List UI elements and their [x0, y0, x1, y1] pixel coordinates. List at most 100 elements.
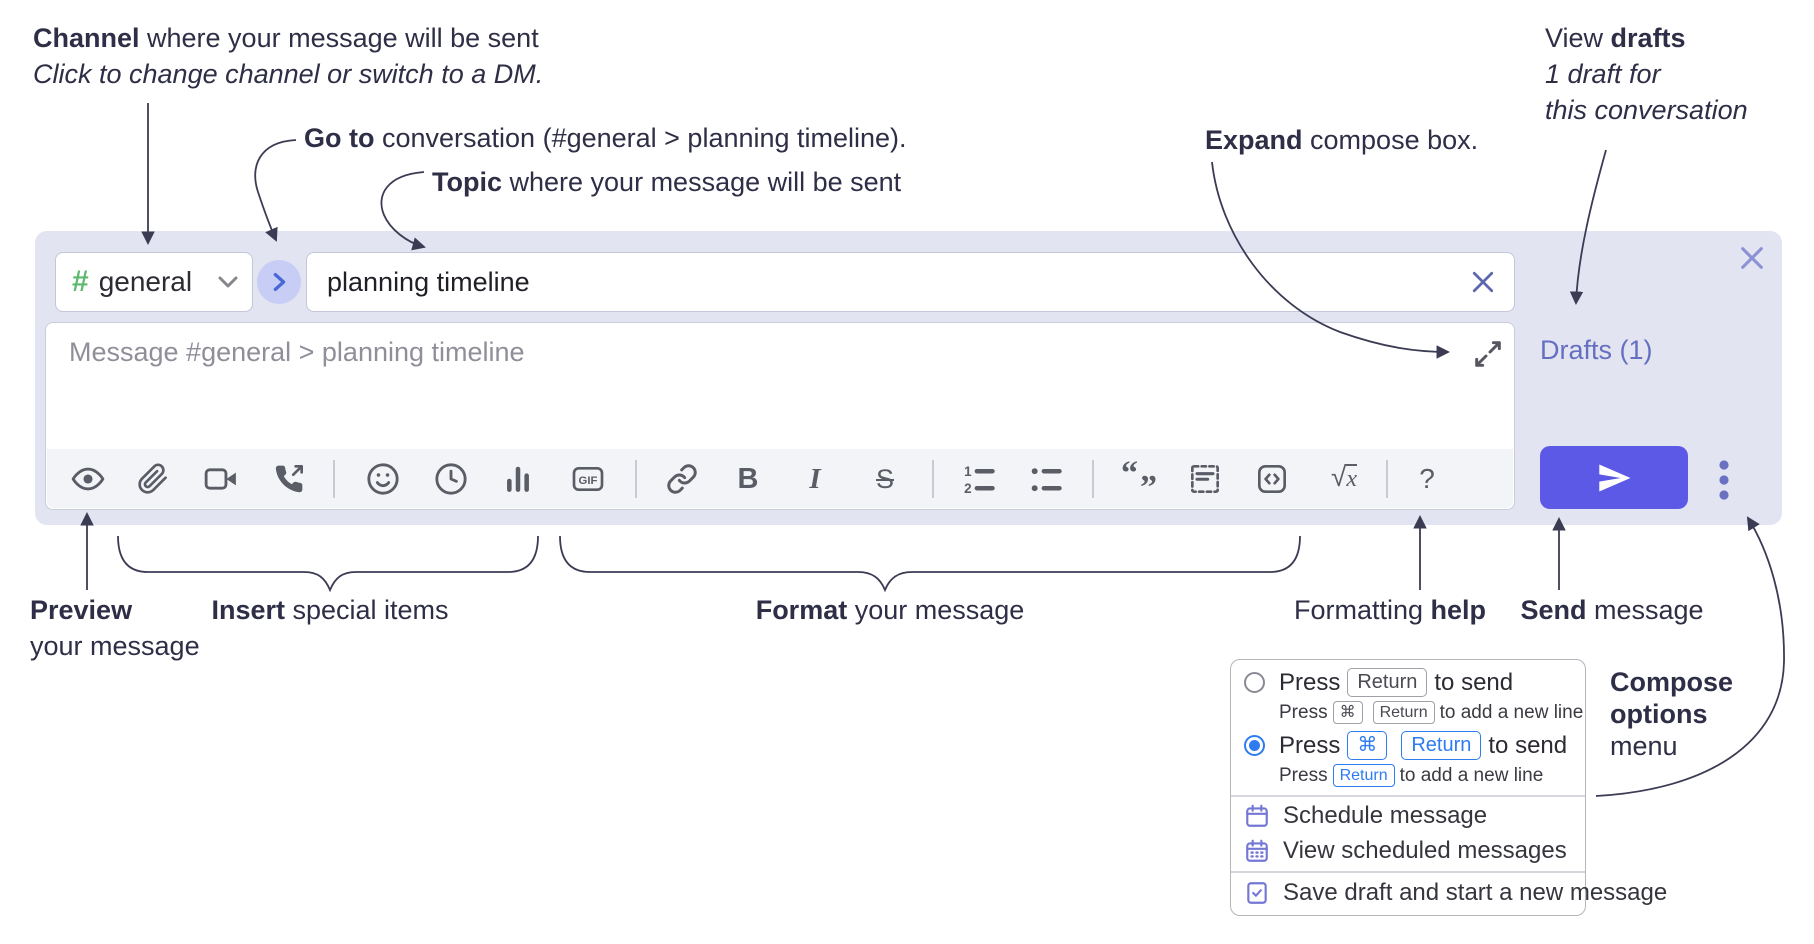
poll-chart-icon[interactable] [500, 461, 536, 497]
code-icon[interactable] [1254, 461, 1290, 497]
bulleted-list-icon[interactable] [1028, 461, 1064, 497]
send-button[interactable] [1540, 446, 1688, 509]
return-key-active: Return [1401, 731, 1482, 760]
return-key: Return [1372, 701, 1435, 724]
calendar-grid-icon [1246, 839, 1268, 862]
option-return-to-send[interactable]: Press Return to send [1244, 668, 1513, 697]
menu-item-save-draft[interactable]: Save draft and start a new message [1244, 879, 1667, 907]
drafts-link[interactable]: Drafts (1) [1540, 335, 1653, 365]
menu-item-schedule-message[interactable]: Schedule message [1244, 802, 1487, 830]
return-key-active: Return [1332, 764, 1395, 787]
preview-annotation: Preview your message [30, 592, 200, 664]
drafts-annotation-italic2: this conversation [1545, 95, 1748, 125]
format-brace [559, 535, 1301, 593]
send-annotation-bold: Send [1520, 595, 1587, 625]
clear-topic-icon[interactable] [1468, 267, 1498, 297]
send-plane-icon [1599, 464, 1631, 491]
channel-name: general [98, 266, 193, 297]
link-icon[interactable] [664, 461, 700, 497]
topic-input[interactable] [327, 266, 1468, 298]
preview-eye-icon[interactable] [70, 461, 106, 497]
preview-annotation-bold: Preview [30, 595, 133, 625]
send-annotation: Send message [1520, 592, 1703, 628]
message-input[interactable]: Message #general > planning timeline [69, 337, 525, 367]
menu-item-view-scheduled[interactable]: View scheduled messages [1244, 837, 1567, 865]
preview-annotation-rest: your message [30, 631, 200, 661]
popup-divider [1231, 871, 1585, 873]
channel-annotation-bold: Channel [33, 23, 140, 53]
drafts-annotation: View drafts 1 draft for this conversatio… [1545, 20, 1748, 128]
format-annotation-bold: Format [755, 595, 848, 625]
goto-annotation-bold: Go to [304, 123, 375, 153]
insert-brace [117, 535, 539, 593]
formatting-help-annotation-pre: Formatting [1293, 595, 1431, 625]
quote-close-glyph: ” [1140, 469, 1157, 506]
formatting-help-annotation: Formatting help [1294, 592, 1486, 628]
goto-connector [254, 139, 297, 242]
send-annotation-rest: message [1586, 595, 1704, 625]
radio-checked-icon[interactable] [1244, 735, 1265, 756]
channel-annotation-rest: where your message will be sent [139, 23, 539, 53]
radio-unchecked-icon[interactable] [1244, 672, 1265, 693]
go-to-conversation-button[interactable] [257, 260, 301, 304]
formatting-help-icon[interactable]: ? [1419, 463, 1435, 494]
numbered-list-icon[interactable]: 1 2 [961, 461, 997, 497]
channel-selector[interactable]: # general [55, 252, 253, 312]
video-call-icon[interactable] [203, 461, 239, 497]
toolbar-divider [1092, 460, 1094, 498]
global-time-clock-icon[interactable] [433, 461, 469, 497]
insert-annotation: Insert special items [211, 592, 448, 628]
option-cmd-return-subtext: Press Return to add a new line [1279, 764, 1543, 787]
topic-annotation-rest: where your message will be sent [502, 167, 902, 197]
quote-icon[interactable]: “ ” [1121, 457, 1157, 505]
option2-press: Press [1279, 731, 1341, 759]
compose-options-annotation: Compose options menu [1610, 666, 1733, 762]
option1-sub-press: Press [1279, 701, 1328, 723]
ol-1-label: 1 [964, 464, 972, 479]
channel-annotation-italic: Click to change channel or switch to a D… [33, 59, 544, 89]
message-box: Message #general > planning timeline [45, 322, 1515, 510]
expand-annotation-bold: Expand [1205, 125, 1303, 155]
vertical-dots-icon [1719, 460, 1729, 500]
expand-compose-icon[interactable] [1472, 338, 1504, 370]
topic-input-box [306, 252, 1515, 312]
toolbar-divider [932, 460, 934, 498]
gif-label: GIF [579, 475, 598, 487]
option2-to-send: to send [1488, 731, 1568, 759]
goto-annotation: Go to conversation (#general > planning … [304, 120, 907, 156]
topic-annotation: Topic where your message will be sent [432, 164, 901, 200]
insert-annotation-bold: Insert [211, 595, 285, 625]
emoji-icon[interactable] [365, 461, 401, 497]
goto-annotation-rest: conversation (#general > planning timeli… [374, 123, 907, 153]
attach-file-icon[interactable] [135, 461, 171, 497]
italic-icon[interactable]: I [809, 462, 821, 495]
option1-to-send: to send [1434, 668, 1514, 696]
bold-icon[interactable]: B [737, 462, 759, 495]
chevron-down-icon [218, 276, 238, 288]
topic-annotation-bold: Topic [432, 167, 502, 197]
channel-annotation: Channel where your message will be sent … [33, 20, 543, 92]
spoiler-icon[interactable] [1187, 461, 1223, 497]
compose-options-annotation-line2: options [1610, 699, 1708, 729]
gif-icon[interactable]: GIF [570, 461, 606, 497]
compose-toolbar [47, 449, 1513, 508]
draft-document-icon [1247, 882, 1267, 904]
audio-call-icon[interactable] [271, 461, 307, 497]
menu-item-label: Schedule message [1283, 802, 1488, 829]
compose-options-menu-button[interactable] [1714, 458, 1734, 507]
compose-options-annotation-line1: Compose [1610, 667, 1734, 697]
option-cmd-return-to-send[interactable]: Press ⌘ Return to send [1244, 731, 1567, 760]
close-compose-icon[interactable] [1736, 242, 1768, 274]
ol-2-label: 2 [964, 481, 971, 496]
calendar-icon [1246, 804, 1268, 827]
drafts-annotation-italic1: 1 draft for [1545, 59, 1661, 89]
drafts-annotation-pre: View [1545, 23, 1611, 53]
math-icon[interactable]: √x [1326, 461, 1362, 497]
option2-sub-rest: to add a new line [1399, 764, 1544, 786]
strikethrough-icon[interactable]: S [875, 463, 894, 494]
sqrt-glyph: √ [1330, 461, 1347, 492]
popup-divider [1231, 795, 1585, 797]
drafts-annotation-bold: drafts [1610, 23, 1686, 53]
return-key: Return [1347, 668, 1428, 697]
